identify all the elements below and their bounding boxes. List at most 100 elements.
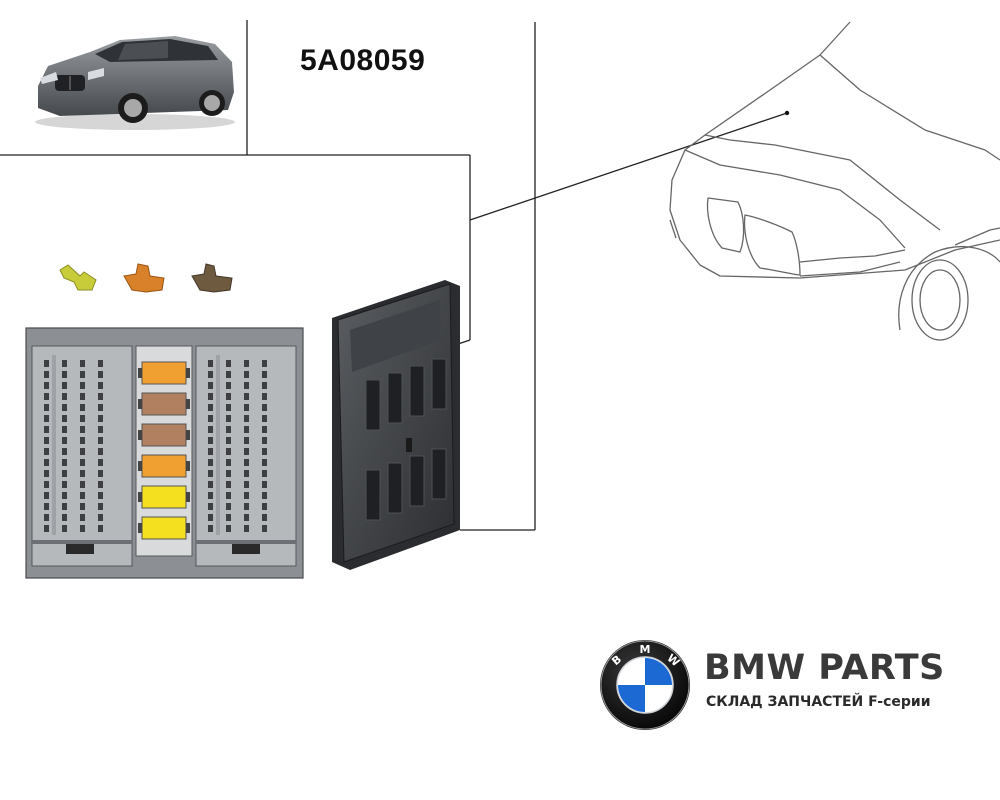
connector-pin <box>244 481 249 488</box>
module-slot <box>387 372 403 424</box>
connector-pin <box>98 448 103 455</box>
connector-pin <box>208 525 213 532</box>
connector-pin <box>226 503 231 510</box>
connector-pin <box>226 415 231 422</box>
connector-pins-left <box>44 355 103 535</box>
connector-pin <box>262 492 267 499</box>
connector-pin <box>44 481 49 488</box>
connector-pin <box>262 426 267 433</box>
logo-quadrant-blue-1 <box>645 658 672 685</box>
connector-pin <box>44 404 49 411</box>
module-slot <box>387 462 403 514</box>
connector-pin <box>262 470 267 477</box>
connector-pin <box>80 492 85 499</box>
connector-pin <box>98 459 103 466</box>
connector-pin <box>208 393 213 400</box>
connector-pin <box>98 525 103 532</box>
connector-divider <box>216 355 220 535</box>
connector-pin <box>226 459 231 466</box>
fuse-slot-clip <box>186 430 190 440</box>
connector-pin <box>62 437 67 444</box>
connector-pin <box>262 503 267 510</box>
connector-pin <box>226 525 231 532</box>
fuse-slot-clip <box>138 492 142 502</box>
connector-pin <box>44 371 49 378</box>
connector-pin <box>244 459 249 466</box>
connector-pin <box>208 492 213 499</box>
connector-pin <box>262 525 267 532</box>
module-slot <box>409 455 425 507</box>
connector-pin <box>226 404 231 411</box>
connector-pin <box>80 426 85 433</box>
connector-pin <box>44 492 49 499</box>
connector-pin <box>80 470 85 477</box>
connector-pin <box>98 360 103 367</box>
connector-pin <box>262 514 267 521</box>
connector-pin <box>80 404 85 411</box>
fuse-slot-clip <box>138 399 142 409</box>
logo-quadrant-blue-2 <box>618 685 645 712</box>
fuse-slot-clip <box>138 368 142 378</box>
connector-pin <box>62 393 67 400</box>
connector-pin <box>244 437 249 444</box>
frame-lines <box>0 20 788 531</box>
connector-pin <box>244 404 249 411</box>
connector-pin <box>244 393 249 400</box>
module-slot <box>431 358 447 410</box>
connector-pin <box>44 503 49 510</box>
connector-pin <box>98 393 103 400</box>
loose-fuses <box>59 263 233 293</box>
connector-pin <box>244 503 249 510</box>
connector-pin <box>226 470 231 477</box>
fuse-slot <box>141 361 187 385</box>
module-slots <box>365 358 447 521</box>
connector-pin <box>44 393 49 400</box>
connector-pin <box>98 404 103 411</box>
module-slot <box>431 448 447 500</box>
connector-pin <box>244 426 249 433</box>
connector-pin <box>208 382 213 389</box>
connector-pin <box>226 426 231 433</box>
connector-pin <box>62 525 67 532</box>
fuse-slot <box>141 392 187 416</box>
connector-pins-right <box>208 355 267 535</box>
connector-pin <box>262 371 267 378</box>
module-slot <box>365 469 381 521</box>
connector-pin <box>62 382 67 389</box>
connector-pin <box>226 437 231 444</box>
connector-pin <box>244 514 249 521</box>
fuse-slot <box>141 485 187 509</box>
connector-pin <box>80 360 85 367</box>
connector-pin <box>244 470 249 477</box>
part-number-label: 5A08059 <box>300 44 426 77</box>
connector-pin <box>226 492 231 499</box>
fuse-slot-clip <box>186 492 190 502</box>
connector-pin <box>98 481 103 488</box>
fuse-slot <box>141 454 187 478</box>
connector-pin <box>80 371 85 378</box>
connector-pin <box>244 382 249 389</box>
fuse-module-3d <box>332 280 460 570</box>
connector-pin <box>244 371 249 378</box>
fuse-slots <box>138 361 190 540</box>
connector-pin <box>80 503 85 510</box>
connector-pin <box>244 360 249 367</box>
connector-pin <box>44 470 49 477</box>
connector-pin <box>98 371 103 378</box>
connector-pin <box>62 426 67 433</box>
connector-pin <box>80 415 85 422</box>
connector-pin <box>208 448 213 455</box>
connector-pin <box>98 426 103 433</box>
connector-pin <box>44 415 49 422</box>
fuse-slot-clip <box>186 523 190 533</box>
fuse-brown <box>191 263 233 293</box>
connector-pin <box>62 448 67 455</box>
connector-pin <box>226 360 231 367</box>
connector-pin <box>62 481 67 488</box>
fuse-slot-clip <box>138 461 142 471</box>
connector-pin <box>80 514 85 521</box>
connector-pin <box>62 404 67 411</box>
connector-pin <box>80 437 85 444</box>
connector-pin <box>98 503 103 510</box>
